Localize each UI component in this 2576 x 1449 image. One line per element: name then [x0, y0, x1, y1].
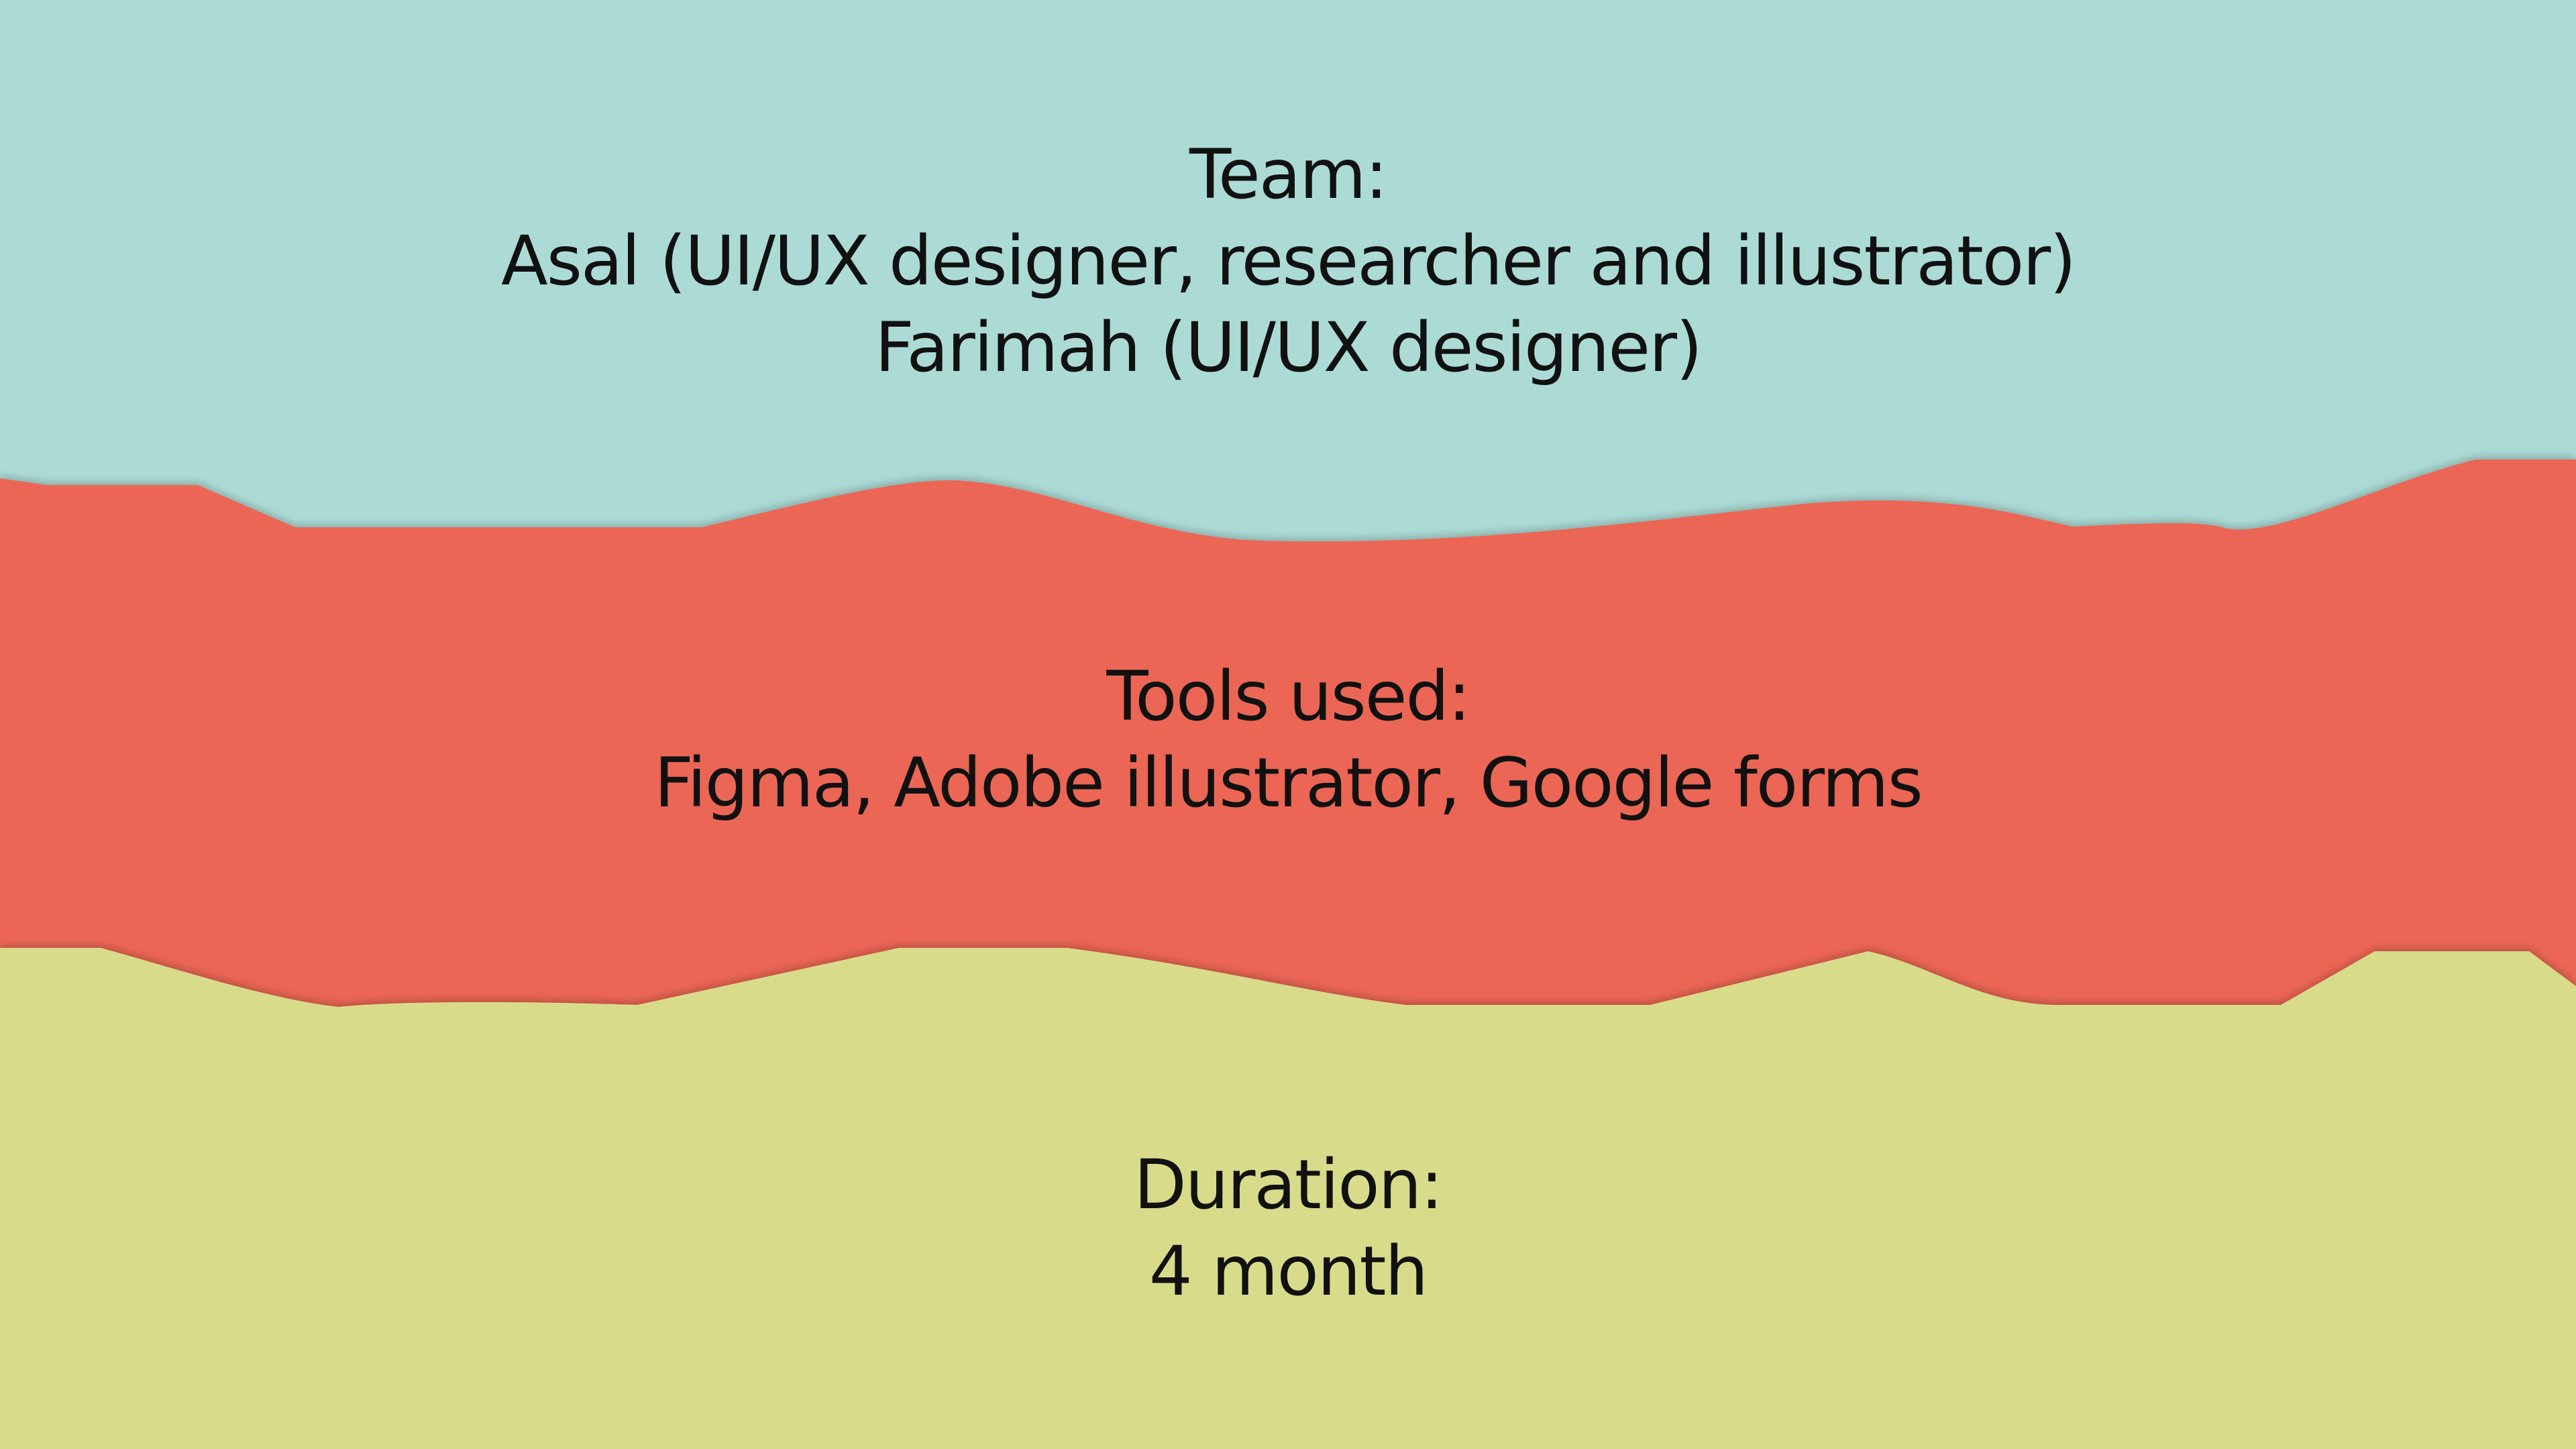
duration-value: 4 month — [1148, 1232, 1428, 1311]
duration-section: Duration: 4 month — [0, 1142, 2576, 1315]
team-heading: Team: — [1189, 135, 1388, 215]
team-member-farimah: Farimah (UI/UX designer) — [875, 308, 1703, 388]
tools-list: Figma, Adobe illustrator, Google forms — [654, 743, 1923, 823]
team-section: Team: Asal (UI/UX designer, researcher a… — [0, 131, 2576, 391]
green-band — [0, 948, 2576, 1449]
duration-heading: Duration: — [1134, 1145, 1443, 1225]
tools-section: Tools used: Figma, Adobe illustrator, Go… — [0, 653, 2576, 826]
tools-heading: Tools used: — [1106, 657, 1470, 737]
team-member-asal: Asal (UI/UX designer, researcher and ill… — [500, 221, 2076, 301]
